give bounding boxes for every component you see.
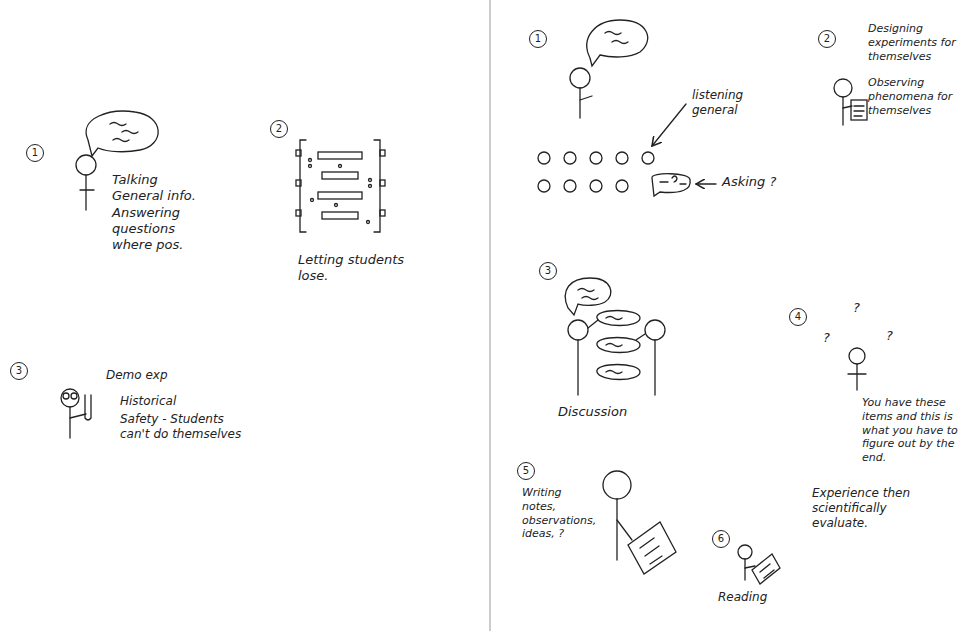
note-text: Discussion	[558, 404, 627, 420]
callout-number: 4	[789, 308, 807, 326]
note-text: You have these items and this is what yo…	[862, 396, 970, 465]
note-text: ?	[886, 328, 893, 344]
note-text: ?	[823, 330, 830, 346]
note-text: ?	[853, 300, 860, 316]
note-text: Talking General info. Answering question…	[112, 172, 196, 253]
note-text: listening general	[692, 88, 762, 118]
note-text: Demo exp	[106, 368, 168, 383]
callout-number: 1	[529, 30, 547, 48]
note-text: Designing experiments for themselves	[868, 22, 972, 63]
note-text: Reading	[718, 590, 767, 605]
callout-number: 1	[26, 144, 44, 162]
note-text: Writing notes, observations, ideas, ?	[522, 486, 596, 541]
note-text: Experience then scientifically evaluate.	[812, 486, 922, 531]
callout-number: 5	[517, 462, 535, 480]
callout-number: 2	[270, 120, 288, 138]
note-text: Letting students lose.	[298, 252, 408, 285]
note-text: Observing phenomena for themselves	[868, 76, 972, 117]
callout-number: 3	[10, 362, 28, 380]
note-text: Safety - Students can't do themselves	[120, 412, 250, 442]
callout-number: 3	[539, 262, 557, 280]
callout-number: 2	[818, 30, 836, 48]
note-text: Historical	[120, 394, 176, 409]
callout-number: 6	[712, 530, 730, 548]
note-text: Asking ?	[722, 174, 776, 190]
